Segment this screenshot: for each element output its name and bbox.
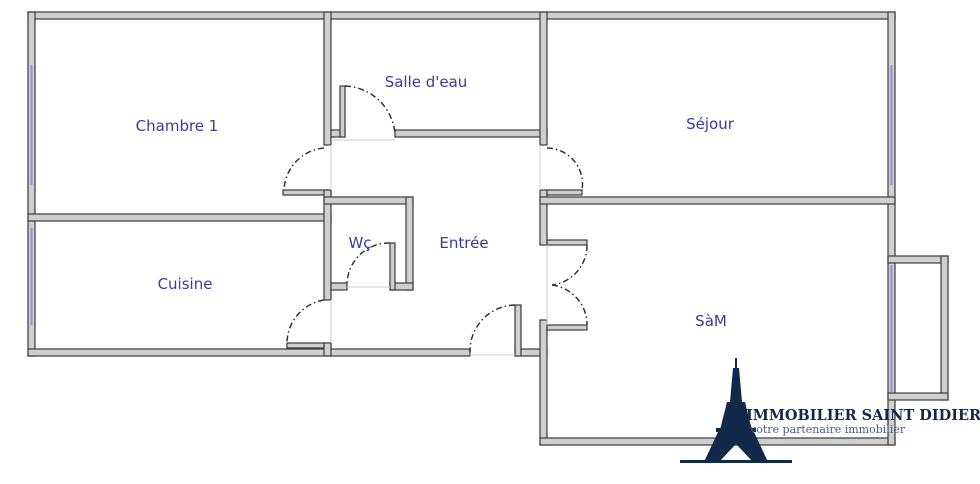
room-label-cuisine: Cuisine (158, 275, 213, 293)
logo-tagline: votre partenaire immobilier (749, 423, 906, 436)
agency-logo: IMMOBILIER SAINT DIDIER votre partenaire… (680, 358, 980, 463)
room-label-chambre-1: Chambre 1 (136, 117, 219, 135)
walls (27, 11, 949, 446)
door-swings (283, 85, 588, 356)
room-label-wc: Wç (348, 234, 371, 252)
windows (30, 65, 893, 392)
room-label-entree: Entrée (439, 234, 488, 252)
logo-name: IMMOBILIER SAINT DIDIER (746, 407, 980, 424)
room-label-salle-eau: Salle d'eau (385, 73, 468, 91)
room-label-sejour: Séjour (686, 115, 735, 133)
eiffel-tower-icon (680, 358, 792, 463)
room-label-sam: SàM (695, 312, 727, 330)
room-labels: Chambre 1 Salle d'eau Séjour Wç Entrée C… (136, 73, 735, 330)
